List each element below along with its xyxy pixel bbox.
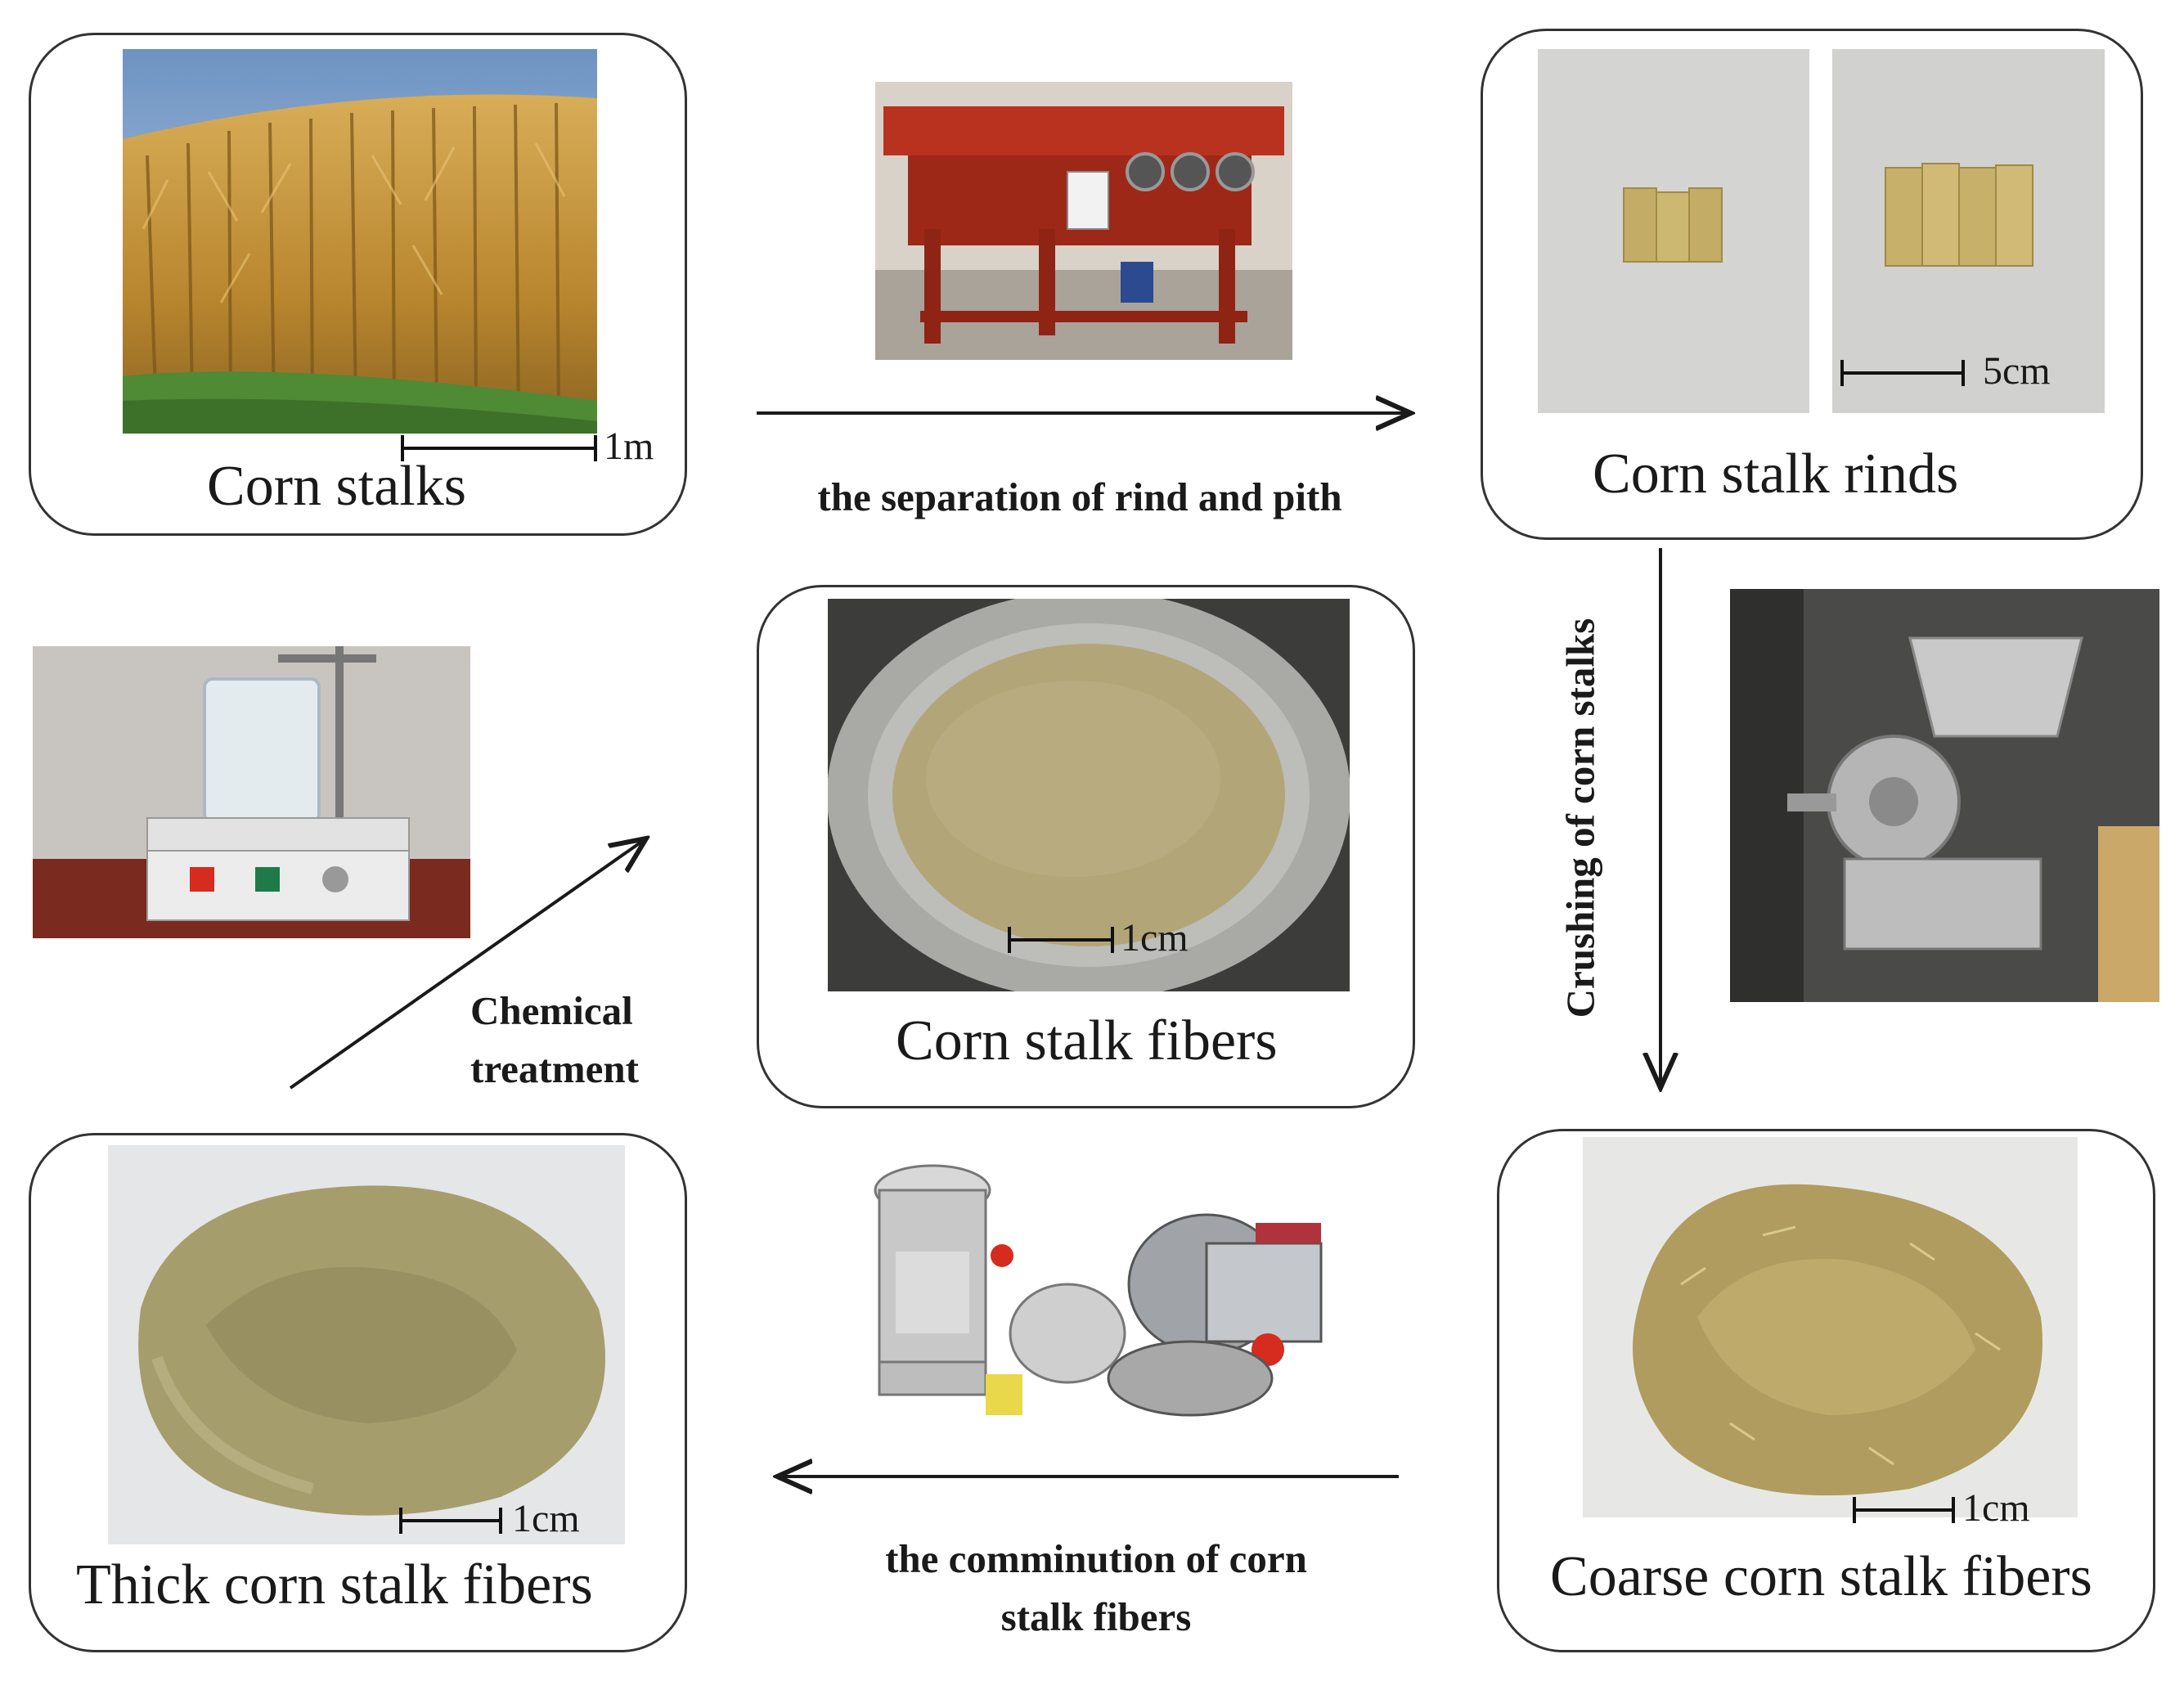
coarse-fibers-photo: [1583, 1137, 2078, 1517]
step-comminution-line2: stalk fibers: [1000, 1594, 1192, 1640]
fibers-dish-photo: [828, 599, 1350, 991]
scale-bar-fibers: 1cm: [1008, 916, 1212, 960]
rinds-photo-right: [1832, 49, 2105, 413]
step-chemical-line1: Chemical: [470, 988, 633, 1033]
caption-corn-stalk-fibers: Corn stalk fibers: [896, 1009, 1278, 1072]
scale-bar-coarse: 1cm: [1853, 1486, 2057, 1530]
corn-field-photo: [123, 49, 597, 434]
step-chemical-line2: treatment: [470, 1046, 639, 1092]
caption-coarse-corn-stalk-fibers: Coarse corn stalk fibers: [1550, 1545, 2092, 1608]
grinder-machines-photo: [863, 1153, 1370, 1444]
step-comminution-line1: the comminution of corn: [885, 1536, 1307, 1581]
scale-bar-corn-stalks: 1m: [401, 425, 654, 468]
scale-label: 1m: [604, 425, 654, 468]
scale-label: 5cm: [1983, 349, 2051, 393]
step-chemical-treatment-label: Chemical treatment: [470, 982, 639, 1098]
rinds-photo-left: [1538, 49, 1809, 413]
scale-label: 1cm: [1121, 916, 1189, 960]
step-separation-label: the separation of rind and pith: [817, 474, 1342, 519]
caption-corn-stalks: Corn stalks: [207, 455, 466, 518]
crusher-machine-photo: [1730, 589, 2159, 1002]
separator-machine-photo: [875, 82, 1292, 360]
scale-label: 1cm: [1962, 1486, 2030, 1530]
caption-corn-stalk-rinds: Corn stalk rinds: [1593, 443, 1959, 506]
magnetic-stirrer-photo: [33, 646, 470, 938]
step-crushing-label: Crushing of corn stalks: [1557, 618, 1603, 1018]
arrow-chemical: [289, 838, 646, 1090]
thick-fibers-photo: [108, 1145, 625, 1544]
caption-thick-corn-stalk-fibers: Thick corn stalk fibers: [76, 1553, 593, 1616]
scale-label: 1cm: [512, 1497, 580, 1540]
scale-bar-thick: 1cm: [399, 1497, 604, 1540]
step-comminution-label: the comminution of corn stalk fibers: [818, 1530, 1374, 1646]
scale-bar-rinds: 5cm: [1840, 349, 2051, 393]
